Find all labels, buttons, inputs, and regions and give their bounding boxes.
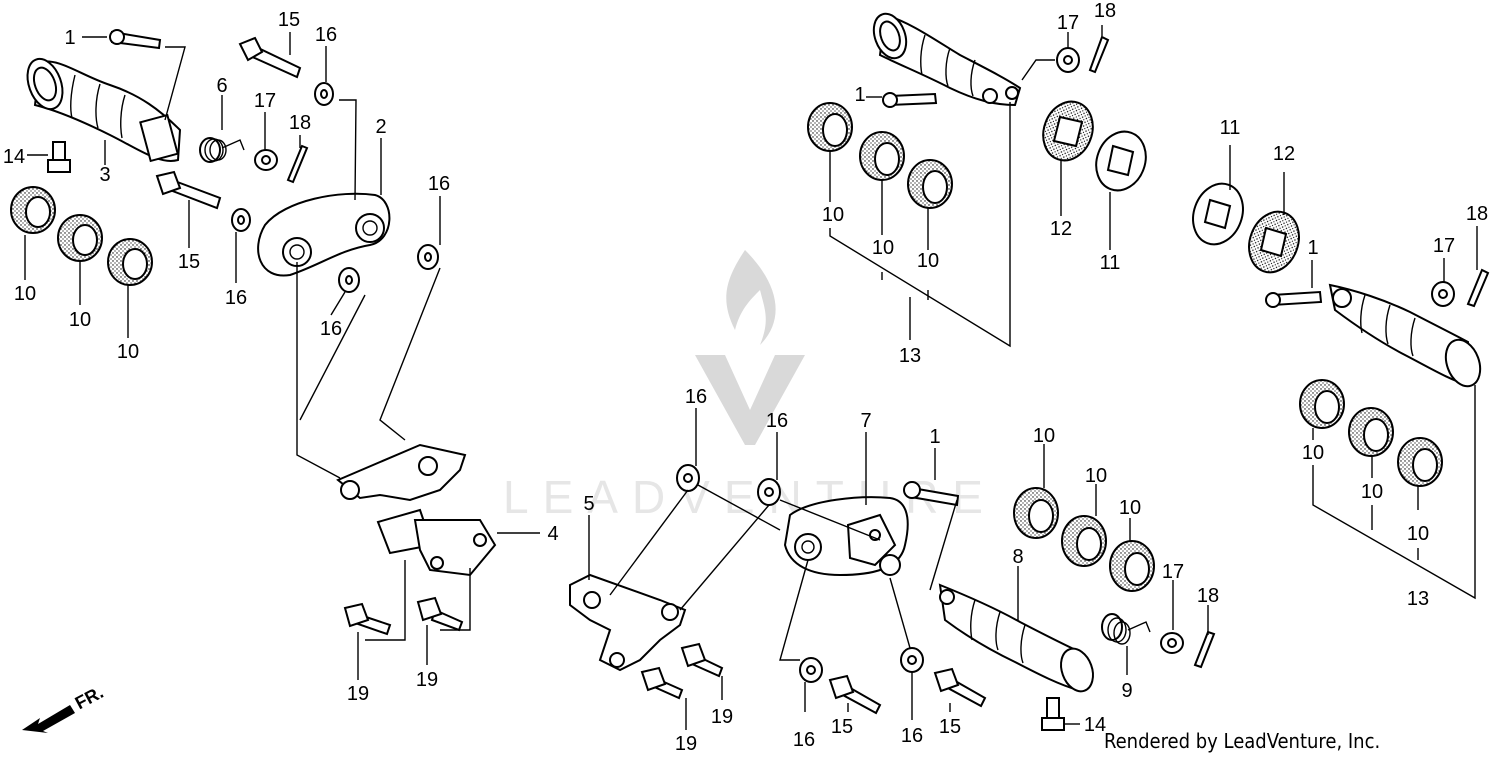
leader-lines-center: [829, 25, 1111, 348]
callout: 1: [1307, 237, 1318, 259]
callout: 10: [917, 250, 939, 272]
plate-11-right: [1192, 182, 1244, 246]
callout: 10: [1033, 425, 1055, 447]
bottom-footpeg-assembly: [569, 464, 1216, 731]
callout: 2: [375, 116, 386, 138]
callout: 19: [675, 733, 697, 755]
callout: 16: [901, 725, 923, 747]
callout: 16: [793, 729, 815, 751]
plate-12-right: [1248, 210, 1300, 274]
callout: 10: [1085, 465, 1107, 487]
callout: 18: [289, 112, 311, 134]
callout: 15: [939, 716, 961, 738]
callout: 5: [583, 493, 594, 515]
callout: 10: [1361, 481, 1383, 503]
plate-11-center: [1095, 130, 1147, 192]
footpeg-rubber-center: [872, 12, 1022, 107]
plate-12-center: [1042, 100, 1094, 162]
footpeg-rubber-8: [938, 583, 1094, 693]
footpeg-rubber-right: [1328, 283, 1482, 388]
bushing-set-left: [10, 186, 153, 286]
callout: 10: [1407, 523, 1429, 545]
callout: 7: [860, 410, 871, 432]
callout: 18: [1466, 203, 1488, 225]
leader-lines-left: [24, 32, 540, 680]
leader-lines-right: [1229, 145, 1478, 600]
callout: 15: [831, 716, 853, 738]
callout: 16: [320, 318, 342, 340]
callout: 17: [1433, 235, 1455, 257]
callout: 10: [117, 341, 139, 363]
front-label: FR.: [72, 682, 107, 713]
callout: 10: [14, 283, 36, 305]
callout: 10: [872, 237, 894, 259]
callout: 15: [178, 251, 200, 273]
callout: 17: [1162, 561, 1184, 583]
callout: 12: [1273, 143, 1295, 165]
callout: 1: [929, 426, 940, 448]
callout: 15: [278, 9, 300, 31]
watermark-logo: LEADVENTURE: [503, 250, 983, 523]
callout: 11: [1100, 252, 1121, 274]
callout-labels: 1 15 16 6 17 18 2 14 3 15 16 16 16 10 10…: [3, 0, 1488, 755]
credit-text: Rendered by LeadVenture, Inc.: [1104, 729, 1381, 753]
callout: 14: [3, 146, 25, 168]
callout: 19: [347, 683, 369, 705]
callout: 18: [1197, 585, 1219, 607]
callout: 10: [1119, 497, 1141, 519]
callout: 12: [1050, 218, 1072, 240]
callout: 14: [1084, 714, 1106, 736]
footpeg-bracket-5: [569, 573, 687, 672]
callout: 4: [547, 523, 558, 545]
front-direction-arrow: FR.: [22, 682, 107, 733]
callout: 8: [1012, 546, 1023, 568]
callout: 16: [225, 287, 247, 309]
callout: 16: [428, 173, 450, 195]
holder-plate: [257, 192, 391, 277]
callout: 10: [69, 309, 91, 331]
callout: 13: [1407, 588, 1429, 610]
callout: 17: [254, 90, 276, 112]
callout: 19: [711, 706, 733, 728]
left-footpeg-assembly: [10, 29, 497, 636]
callout: 16: [766, 410, 788, 432]
callout: 13: [899, 345, 921, 367]
holder-plate-7: [783, 496, 909, 577]
spring: [199, 137, 245, 163]
spring-9: [1101, 613, 1151, 645]
callout: 6: [216, 75, 227, 97]
callout: 17: [1057, 12, 1079, 34]
callout: 10: [1302, 442, 1324, 464]
callout: 16: [315, 24, 337, 46]
leader-lines-bottom: [588, 408, 1209, 730]
arrow-icon: [22, 705, 75, 733]
callout: 19: [416, 669, 438, 691]
callout: 18: [1094, 0, 1116, 22]
center-footpeg-assembly: [807, 12, 1147, 209]
callout: 16: [685, 386, 707, 408]
callout: 10: [822, 204, 844, 226]
callout: 9: [1121, 680, 1132, 702]
callout: 1: [854, 84, 865, 106]
callout: 11: [1220, 117, 1241, 139]
footpeg-rubber: [26, 57, 182, 163]
callout: 1: [64, 27, 75, 49]
right-footpeg-assembly: [1192, 182, 1490, 487]
callout: 3: [99, 164, 110, 186]
footpeg-bracket: [336, 443, 497, 577]
